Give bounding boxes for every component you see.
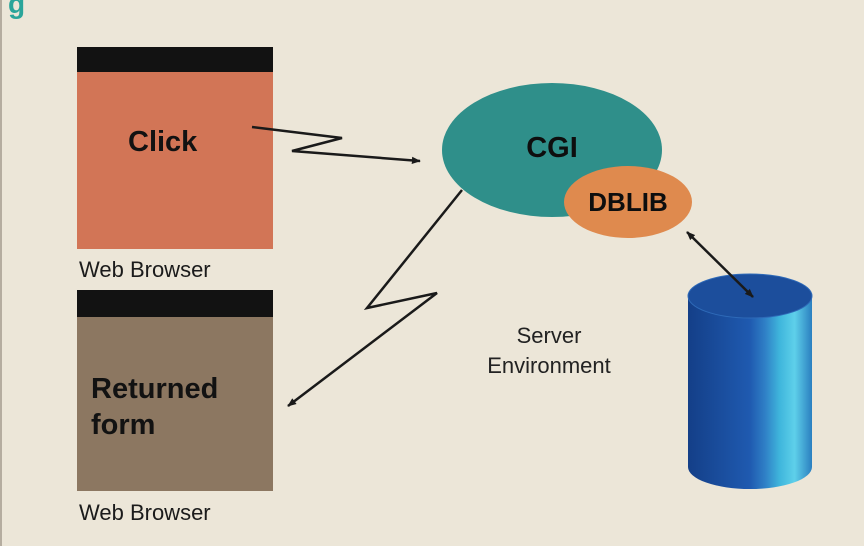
server-environment-label: Server Environment (464, 321, 634, 381)
response-arrow (287, 189, 463, 407)
returned-form-label: Returned form (91, 371, 271, 443)
web-browser-caption-top: Web Browser (79, 257, 211, 282)
click-label: Click (128, 126, 198, 158)
server-line-2: Environment (487, 353, 611, 378)
request-arrow (251, 125, 421, 164)
web-browser-click: Click (77, 47, 273, 249)
web-browser-caption-bottom: Web Browser (79, 500, 211, 525)
returned-form-line-1: Returned (91, 373, 219, 405)
browser-body: Returned form (77, 317, 273, 491)
server-line-1: Server (516, 323, 582, 348)
browser-title-bar (77, 47, 273, 72)
database-cylinder (687, 273, 813, 489)
browser-body: Click (77, 72, 273, 249)
dblib-ellipse (564, 166, 692, 238)
web-browser-returned-form: Returned form (77, 290, 273, 491)
returned-form-line-2: form (91, 409, 156, 441)
browser-title-bar (77, 290, 273, 317)
title-fragment: g (8, 0, 26, 19)
dblib-label: DBLIB (588, 187, 667, 217)
database-link-arrow (686, 231, 754, 298)
cgi-label: CGI (526, 132, 578, 164)
